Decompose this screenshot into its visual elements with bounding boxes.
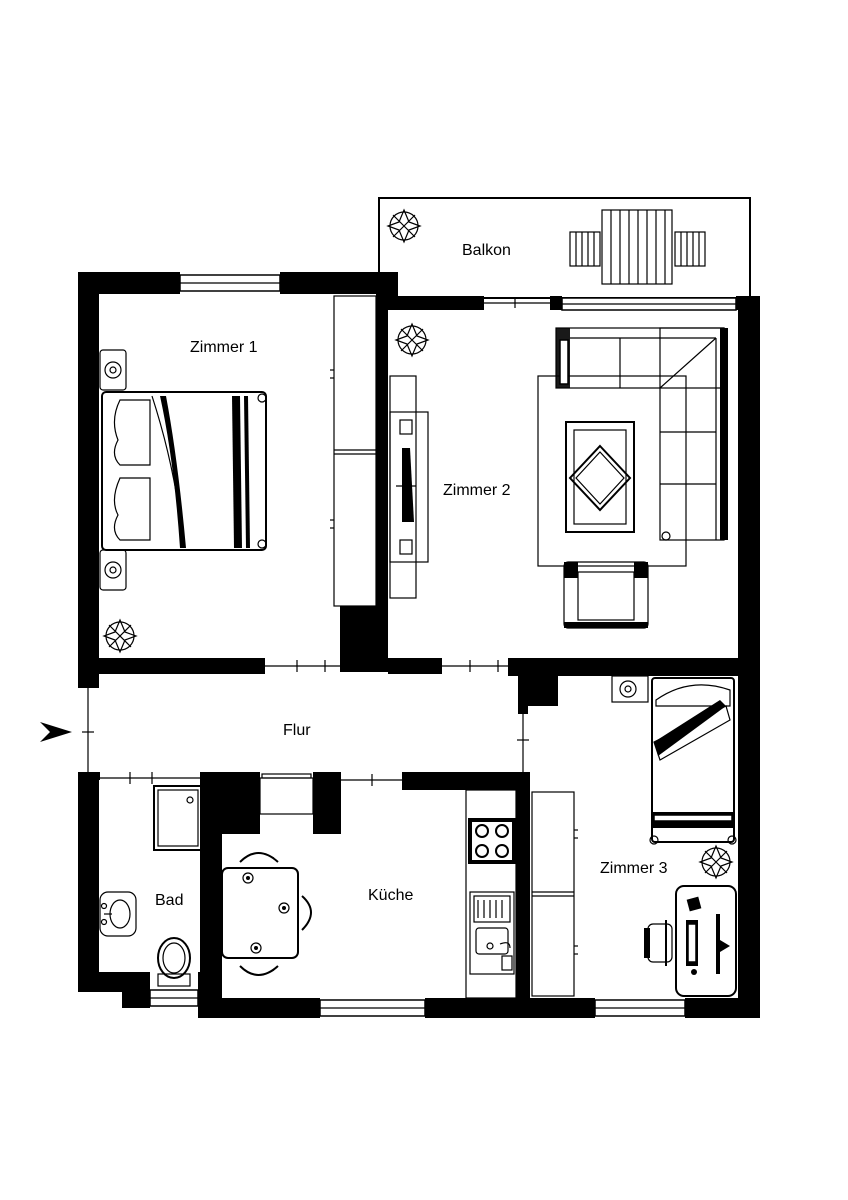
sink — [469, 891, 515, 975]
room-label-zimmer1: Zimmer 1 — [190, 339, 258, 356]
room-labels: Balkon Zimmer 1 Zimmer 2 Flur Zimmer 3 B… — [155, 242, 668, 909]
balcony-furniture — [386, 208, 706, 285]
nightstand-top — [99, 349, 127, 391]
windows — [149, 274, 737, 1017]
wardrobe — [531, 791, 578, 997]
plant-icon — [386, 208, 422, 244]
room-label-flur: Flur — [283, 722, 311, 739]
dining-chair-right — [301, 895, 312, 931]
dining-chair-bottom — [239, 965, 279, 976]
double-bed — [101, 391, 267, 551]
cooktop — [468, 818, 516, 864]
plant-icon — [698, 844, 734, 880]
room-label-zimmer3: Zimmer 3 — [600, 860, 668, 877]
plant-icon — [102, 618, 138, 654]
dining-table — [221, 867, 299, 959]
tv-sideboard — [389, 375, 429, 599]
zimmer2-furniture — [389, 322, 728, 629]
nightstand-bottom — [99, 549, 127, 591]
plant-icon — [394, 322, 430, 358]
kueche-furniture — [221, 773, 517, 999]
zimmer3-furniture — [531, 675, 737, 997]
corner-sofa — [555, 327, 728, 541]
nightstand — [611, 675, 649, 703]
armchair — [563, 561, 649, 629]
washbasin — [99, 891, 137, 937]
room-label-bad: Bad — [155, 892, 183, 909]
toilet — [157, 937, 191, 987]
room-label-kueche: Küche — [368, 887, 413, 904]
desk — [675, 885, 737, 997]
single-bed — [649, 677, 737, 845]
balcony-table — [569, 209, 706, 285]
coffee-table — [565, 421, 635, 533]
bad-furniture — [99, 785, 203, 987]
room-label-balkon: Balkon — [462, 242, 511, 259]
rug — [537, 375, 687, 567]
doors — [82, 298, 550, 786]
dining-chair-top — [239, 852, 279, 863]
wardrobe — [330, 295, 377, 607]
room-label-zimmer2: Zimmer 2 — [443, 482, 511, 499]
entrance-arrow-icon — [40, 722, 72, 742]
kitchen-counter — [465, 789, 517, 999]
office-chair — [644, 920, 673, 966]
zimmer1-furniture — [99, 295, 377, 654]
shower-tray — [153, 785, 203, 851]
wall-cabinet — [259, 773, 314, 815]
walls — [78, 272, 760, 1018]
balcony — [378, 197, 751, 299]
